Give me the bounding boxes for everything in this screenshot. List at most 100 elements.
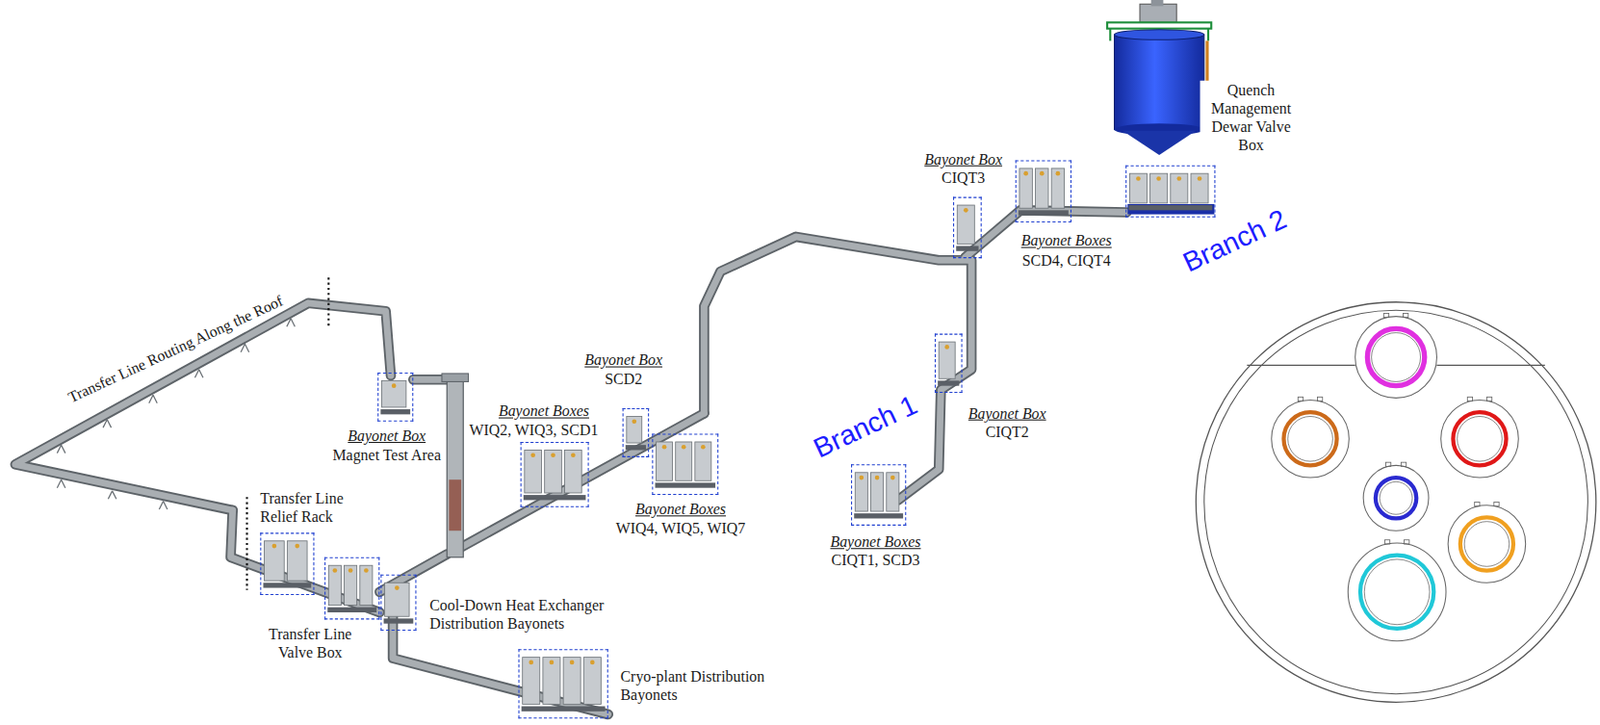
routing-note: Transfer Line Routing Along the Roof [63, 290, 288, 408]
bayonet-base [955, 245, 979, 251]
bayonet-base [384, 618, 414, 623]
label-anchor: WIQ4, WIQ5, WIQ7 [614, 519, 749, 539]
label-anchor: Bayonet Box [966, 404, 1049, 423]
bayonet-unit [956, 205, 975, 244]
pipe [703, 236, 970, 413]
label-anchor: Transfer Line Relief Rack [258, 489, 361, 526]
valve-knob [1023, 171, 1029, 177]
valve-knob [294, 543, 300, 549]
bayonet-base [380, 409, 411, 414]
valve-knob [333, 567, 338, 573]
cross-section [1195, 302, 1597, 703]
bayonet-unit [563, 657, 581, 705]
bayonet-box: Bayonet BoxesWIQ2, WIQ3, SCD1 [520, 441, 590, 508]
label-anchor: Magnet Test Area [330, 445, 443, 465]
valve-knob [570, 452, 576, 458]
label-anchor: Transfer Line Valve Box [258, 624, 362, 662]
pipe [898, 259, 972, 500]
label-anchor: Branch 1 [806, 388, 924, 465]
bayonet-base [523, 494, 587, 500]
label-anchor: Bayonet Box [582, 351, 665, 370]
box-heading: Bayonet Boxes [633, 499, 728, 518]
bayonet-unit [1190, 173, 1209, 204]
label-anchor: Bayonet Boxes [827, 532, 923, 551]
valve-knob [681, 444, 687, 450]
box-label: CIQT2 [983, 422, 1032, 441]
bayonet-unit [854, 472, 868, 512]
box-label: Quench Management Dewar Valve Box [1200, 80, 1303, 155]
bayonet-unit [1129, 173, 1147, 204]
bayonet-unit [1150, 173, 1168, 204]
box-label: Cool-Down Heat Exchanger Distribution Ba… [427, 595, 621, 633]
label-anchor: Bayonet Box [922, 150, 1005, 169]
branch-label: Branch 1 [806, 388, 924, 465]
bayonet-box: Bayonet BoxMagnet Test Area [377, 372, 413, 422]
bayonet-unit [522, 657, 541, 705]
bayonet-unit [544, 449, 563, 493]
bayonet-box: Cool-Down Heat Exchanger Distribution Ba… [380, 574, 416, 631]
valve-knob [662, 444, 668, 450]
valve-knob [590, 660, 595, 666]
heat-exchanger-detail [448, 479, 462, 531]
valve-knob [1197, 176, 1203, 181]
valve-knob [528, 660, 534, 666]
box-heading: Bayonet Boxes [1019, 232, 1114, 251]
valve-knob [1156, 176, 1162, 181]
bayonet-box: Bayonet BoxSCD2 [622, 408, 650, 458]
bayonet-base [853, 513, 904, 518]
bayonet-box: Quench Management Dewar Valve Box [1125, 165, 1215, 218]
bayonet-unit [938, 341, 955, 379]
bayonet-box: Transfer Line Valve Box [324, 557, 380, 620]
box-heading: Bayonet Box [582, 351, 665, 370]
bayonet-unit [360, 565, 373, 605]
valve-knob [391, 383, 397, 388]
bayonet-unit [328, 565, 341, 605]
bayonet-box: Bayonet BoxesCIQT1, SCD3 [851, 464, 906, 526]
bayonet-unit [264, 541, 285, 581]
valve-knob [700, 444, 706, 450]
valve-knob [1056, 171, 1061, 177]
valve-knob [944, 344, 950, 350]
label-anchor: Bayonet Boxes [1019, 232, 1114, 251]
valve-knob [549, 660, 555, 666]
box-label: Magnet Test Area [330, 445, 443, 465]
label-anchor: SCD2 [602, 369, 645, 388]
box-heading: Bayonet Boxes [827, 532, 923, 551]
valve-knob [272, 543, 278, 549]
label-anchor: Bayonet Box [345, 426, 428, 445]
box-label: SCD4, CIQT4 [1020, 251, 1113, 270]
valve-knob [530, 452, 536, 458]
bayonet-unit [565, 449, 583, 493]
bayonet-unit [886, 472, 900, 512]
bayonet-box: Bayonet BoxCIQT3 [953, 197, 982, 259]
bayonet-unit [542, 657, 561, 705]
pipe-outline [898, 259, 972, 500]
valve-knob [875, 475, 880, 481]
bayonet-box: Bayonet BoxesWIQ4, WIQ5, WIQ7 [651, 433, 719, 495]
box-label: Cryo-plant Distribution Bayonets [618, 667, 768, 704]
bayonet-box: Bayonet BoxesSCD4, CIQT4 [1015, 159, 1072, 223]
label-anchor: Cool-Down Heat Exchanger Distribution Ba… [427, 595, 621, 633]
bayonet-box: Bayonet BoxCIQT2 [934, 334, 963, 393]
label-anchor: Quench Management Dewar Valve Box [1200, 80, 1303, 155]
box-label: SCD2 [602, 369, 645, 388]
bayonet-box: Transfer Line Relief Rack [259, 532, 314, 595]
bayonet-base [521, 706, 606, 712]
bayonet-unit [626, 415, 643, 443]
label-anchor: Cryo-plant Distribution Bayonets [618, 667, 768, 704]
label-anchor: CIQT1, SCD3 [828, 550, 922, 569]
valve-knob [569, 660, 575, 666]
bayonet-unit [524, 449, 542, 493]
box-label: CIQT1, SCD3 [828, 550, 922, 569]
label-anchor: Bayonet Boxes [496, 402, 592, 421]
pipe-network [15, 209, 1127, 715]
bayonet-base [1128, 205, 1213, 210]
bayonet-unit [381, 380, 406, 408]
box-label: Transfer Line Relief Rack [258, 489, 361, 526]
valve-knob [1039, 171, 1045, 177]
bayonet-unit [583, 657, 601, 705]
box-label: WIQ2, WIQ3, SCD1 [466, 420, 600, 439]
bayonet-base [327, 607, 377, 613]
bayonet-equipment [262, 168, 1213, 712]
